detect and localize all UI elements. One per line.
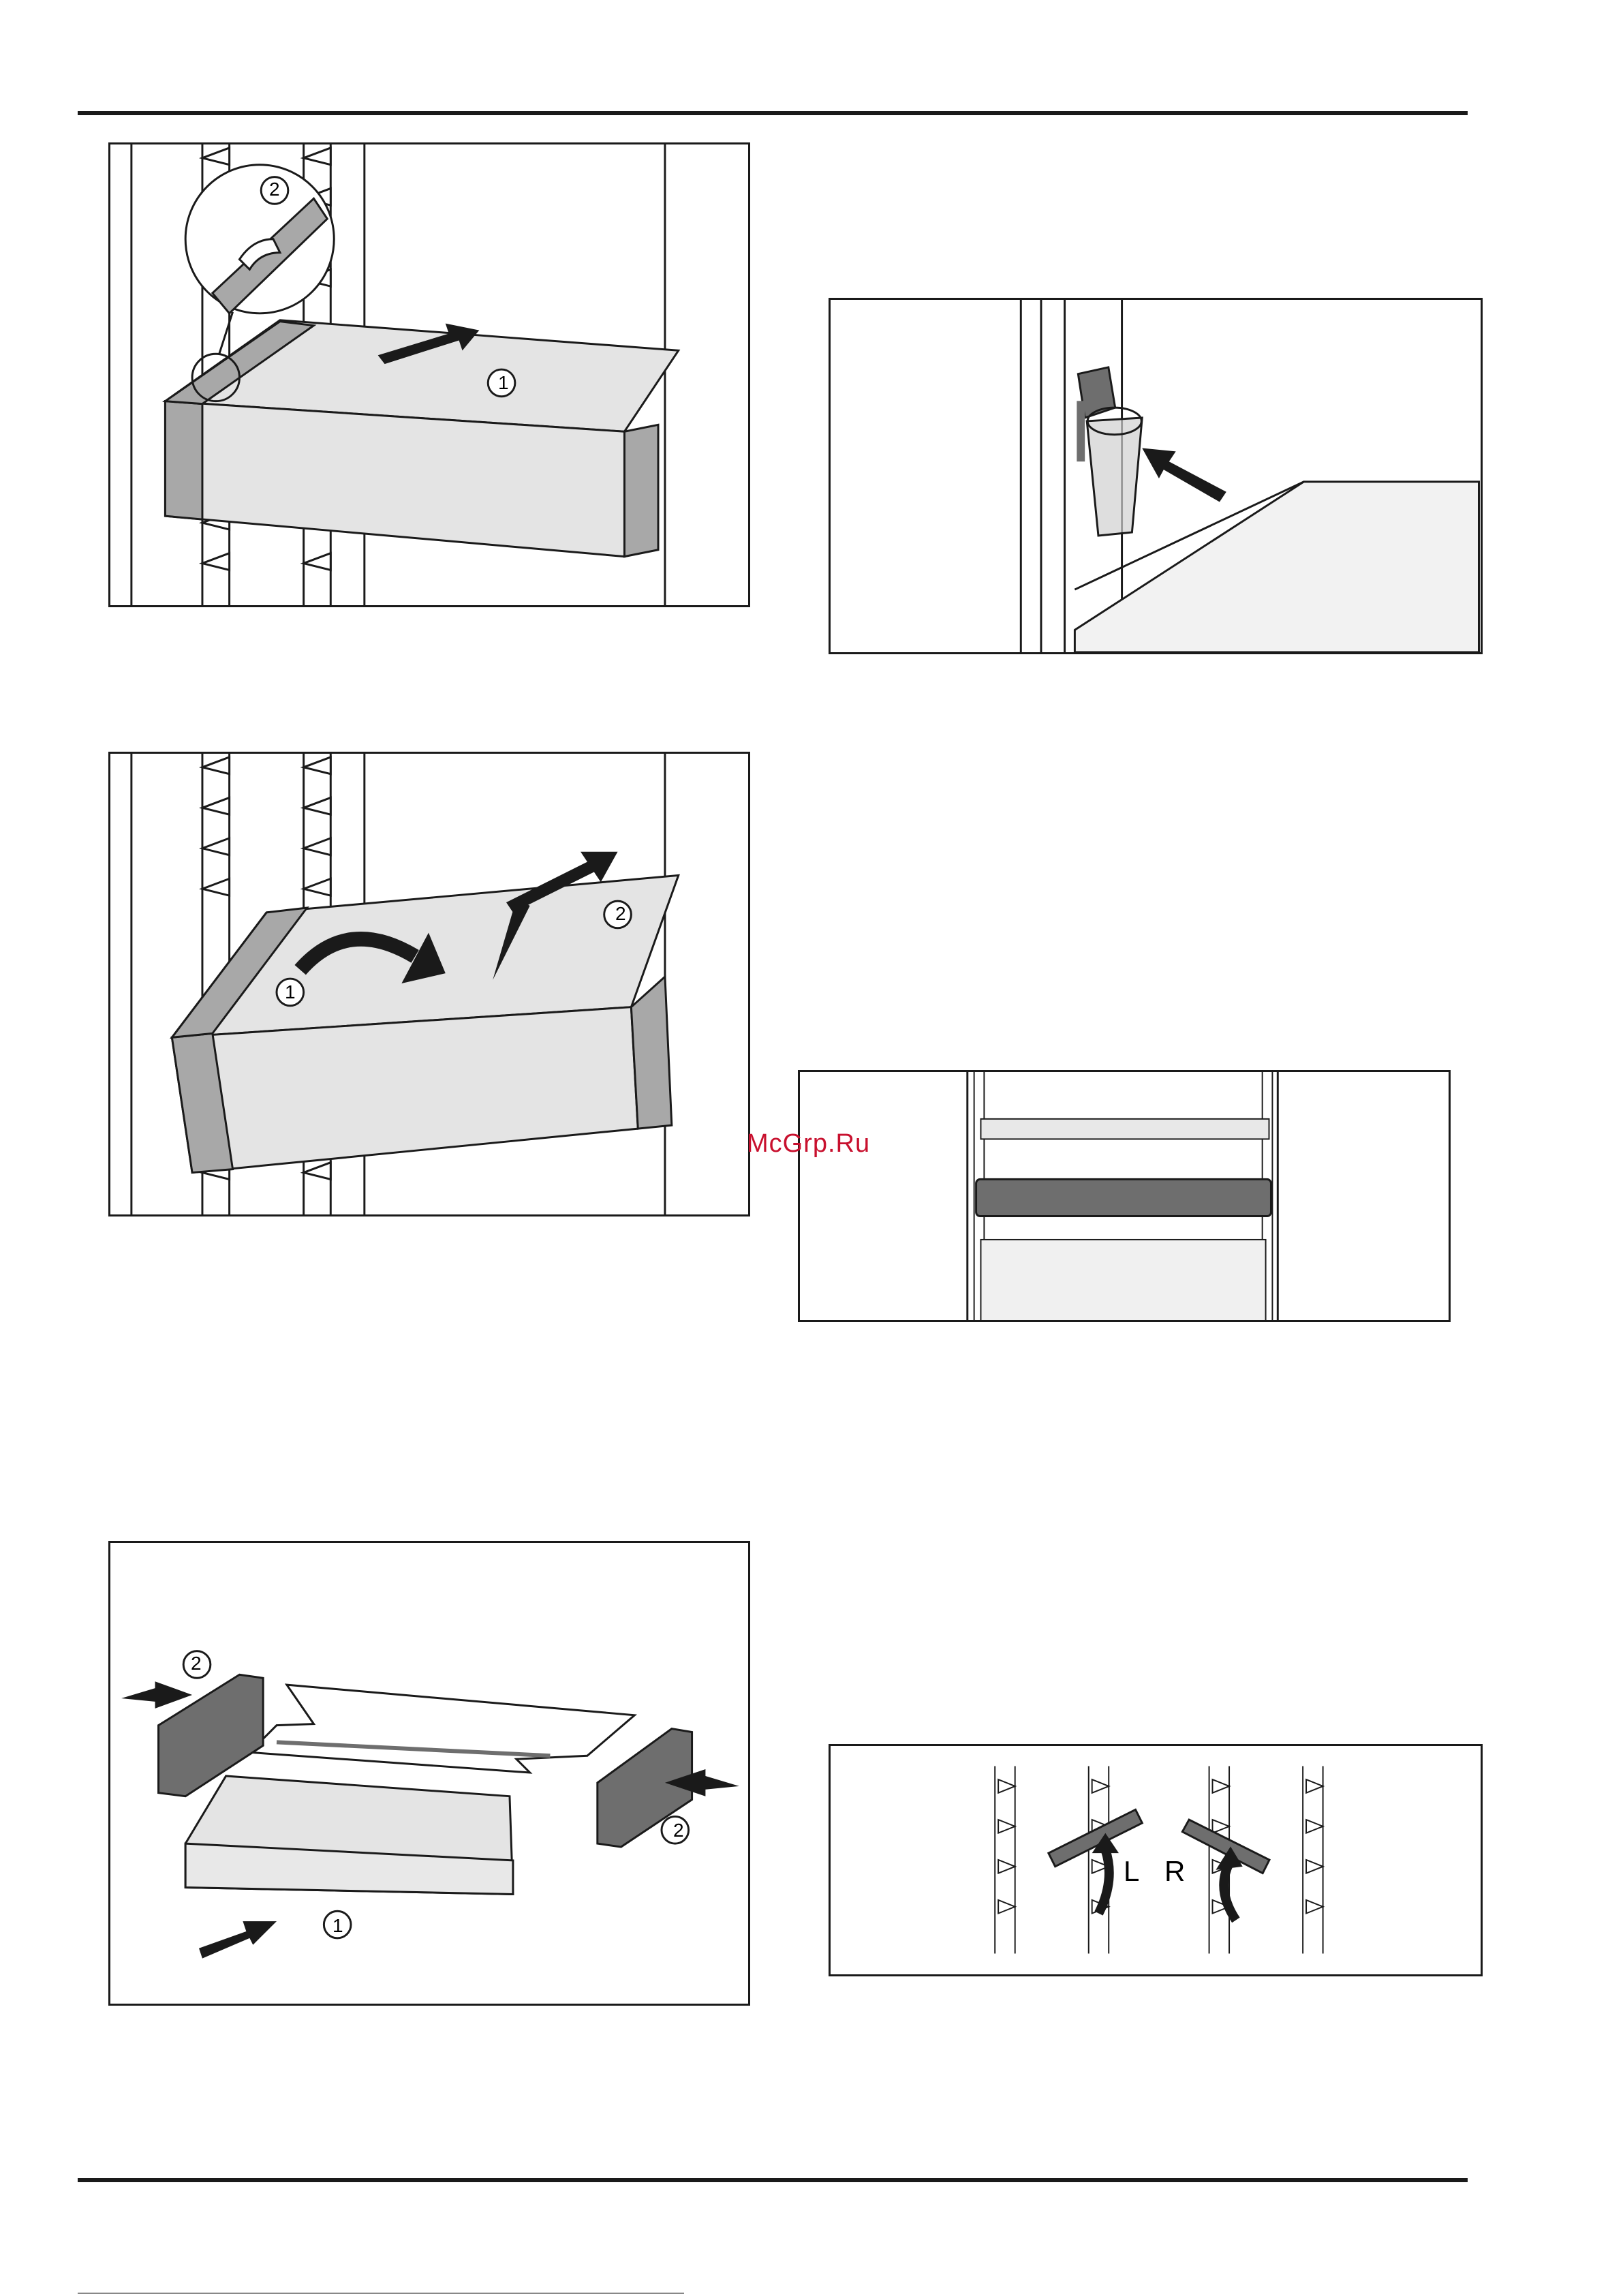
drawer-callout-2-left: 2 — [191, 1653, 202, 1674]
figure-shelf-remove: 1 2 — [108, 142, 750, 607]
drawer-disassembly-illustration — [110, 1543, 748, 2004]
shelf-remove-illustration — [110, 144, 748, 605]
header-rule — [78, 111, 1468, 115]
figure-drawer-disassembly: 2 2 1 — [108, 1541, 750, 2006]
dispenser-illustration — [831, 300, 1481, 652]
shelf-remove-callout-2: 2 — [269, 179, 280, 200]
shelf-remove-callout-1: 1 — [498, 372, 509, 394]
figure-door-shelf — [798, 1070, 1451, 1322]
figure-dispenser — [829, 298, 1483, 654]
figure-shelf-supports: L R — [829, 1744, 1483, 1976]
figure-shelf-insert: 1 2 — [108, 752, 750, 1216]
drawer-callout-2-right: 2 — [673, 1820, 684, 1841]
footer-rule — [78, 2178, 1468, 2182]
support-left-label: L — [1124, 1855, 1139, 1888]
shelf-insert-illustration — [110, 754, 748, 1214]
shelf-insert-callout-1: 1 — [285, 981, 296, 1003]
door-shelf-illustration — [800, 1072, 1449, 1320]
support-right-label: R — [1164, 1855, 1185, 1888]
shelf-insert-callout-2: 2 — [615, 903, 626, 925]
footer-thin-rule — [78, 2293, 684, 2294]
watermark: McGrp.Ru — [747, 1129, 870, 1159]
drawer-callout-1: 1 — [333, 1915, 343, 1937]
shelf-supports-illustration — [831, 1746, 1481, 1974]
